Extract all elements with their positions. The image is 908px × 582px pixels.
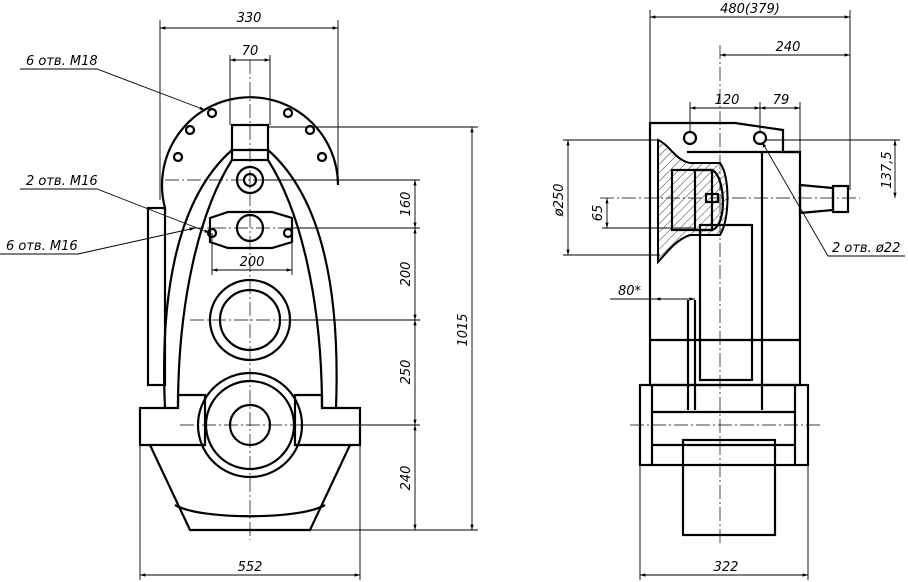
callout-6-holes-m18: 6 отв. М18 — [26, 54, 98, 69]
dim-480-379: 480(379) — [720, 2, 780, 17]
callout-6-holes-m16: 6 отв. М16 — [6, 239, 78, 254]
dim-120: 120 — [715, 93, 740, 108]
dim-552: 552 — [238, 560, 263, 575]
dim-240-side: 240 — [776, 40, 801, 55]
dim-322: 322 — [714, 560, 739, 575]
dim-240: 240 — [399, 466, 414, 491]
dim-200-vertical: 200 — [399, 262, 414, 287]
side-cover — [146, 206, 167, 387]
flange-holes — [172, 107, 328, 163]
dim-70: 70 — [242, 44, 259, 59]
dim-1015: 1015 — [456, 313, 471, 346]
callout-2-holes-m16: 2 отв. М16 — [26, 174, 98, 189]
front-view: 330 70 200 552 160 200 250 240 1015 6 от… — [0, 11, 478, 580]
callout-2-holes-d22: 2 отв. ø22 — [832, 241, 900, 256]
flange-disc — [160, 96, 340, 209]
side-view: 480(379) 240 120 79 ø250 65 137,5 80* 32… — [552, 2, 905, 580]
cross-plate — [208, 210, 294, 250]
dim-330: 330 — [237, 11, 262, 26]
dim-65: 65 — [591, 205, 606, 222]
dim-137-5: 137,5 — [880, 151, 895, 188]
dim-80-ref: 80* — [618, 284, 642, 299]
dim-200-horizontal: 200 — [240, 255, 265, 270]
dim-diameter-250: ø250 — [552, 184, 567, 218]
dim-160: 160 — [399, 192, 414, 217]
dim-79: 79 — [773, 93, 790, 108]
dim-250: 250 — [399, 360, 414, 385]
